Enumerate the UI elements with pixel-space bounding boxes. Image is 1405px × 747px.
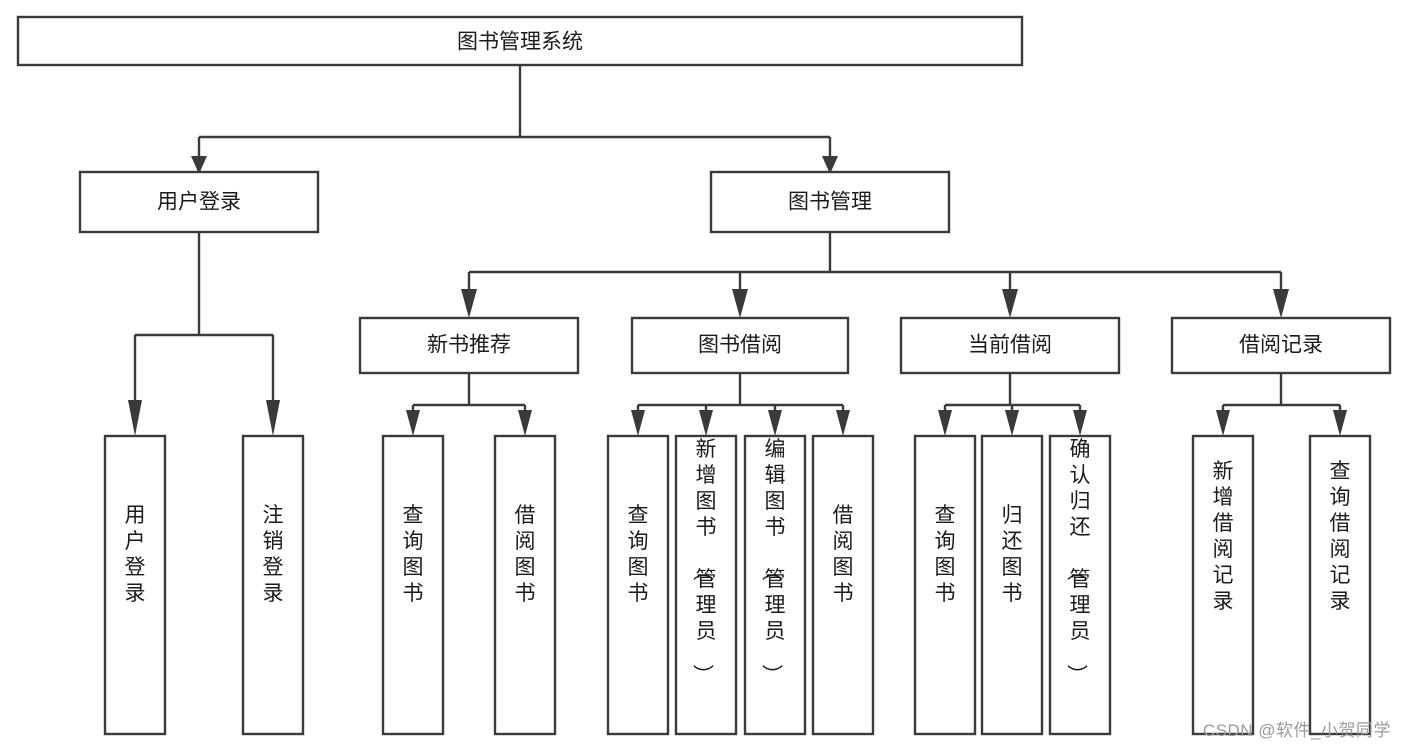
- node-borrow-record-label: 借阅记录: [1239, 334, 1323, 357]
- leaf-query-book-1-box[interactable]: [381, 434, 445, 736]
- node-new-book-recommend-label: 新书推荐: [427, 334, 511, 357]
- arrow-bm-to-borrow-record: [1273, 289, 1289, 318]
- leaf-query-record-label: 查询借阅记录: [1330, 460, 1351, 613]
- node-root[interactable]: 图书管理系统: [16, 15, 1024, 67]
- leaf-add-book-box[interactable]: [674, 434, 738, 736]
- leaf-query-record-box[interactable]: [1308, 434, 1372, 736]
- leaf-query-book-1[interactable]: 查询图书: [381, 434, 445, 736]
- leaf-query-book-2-box[interactable]: [606, 434, 670, 736]
- leaf-query-book-3-box[interactable]: [913, 434, 977, 736]
- leaf-return-book-box[interactable]: [980, 434, 1044, 736]
- leaf-edit-book[interactable]: 编辑图书（管理员）: [743, 434, 807, 736]
- leaf-user-login-label: 用户登录: [125, 504, 146, 605]
- node-borrow-record-box[interactable]: [1170, 316, 1392, 375]
- leaf-user-login[interactable]: 用户登录: [103, 434, 167, 736]
- node-user-login-box[interactable]: [78, 170, 320, 234]
- arrow-new-book-leaf-2: [518, 410, 532, 436]
- leaf-borrow-book-2-label: 借阅图书: [833, 504, 854, 605]
- arrow-user-login-leaf-2: [266, 400, 280, 436]
- leaf-add-record[interactable]: 新增借阅记录: [1191, 434, 1255, 736]
- node-new-book-recommend[interactable]: 新书推荐: [358, 316, 580, 375]
- leaf-query-record[interactable]: 查询借阅记录: [1308, 434, 1372, 736]
- node-user-login-label: 用户登录: [157, 191, 241, 214]
- leaf-borrow-book-1-box[interactable]: [493, 434, 557, 736]
- node-root-label: 图书管理系统: [457, 31, 583, 54]
- connector-layer: [128, 65, 1347, 436]
- leaf-add-record-label: 新增借阅记录: [1213, 460, 1234, 613]
- arrow-bm-to-new-book: [461, 289, 477, 318]
- leaf-borrow-book-2-box[interactable]: [811, 434, 875, 736]
- leaf-borrow-book-2[interactable]: 借阅图书: [811, 434, 875, 736]
- node-current-borrow[interactable]: 当前借阅: [899, 316, 1121, 375]
- leaf-confirm-return-box[interactable]: [1048, 434, 1112, 736]
- leaf-query-book-3[interactable]: 查询图书: [913, 434, 977, 736]
- leaf-edit-book-box[interactable]: [743, 434, 807, 736]
- node-new-book-recommend-box[interactable]: [358, 316, 580, 375]
- node-book-borrow[interactable]: 图书借阅: [630, 316, 850, 375]
- arrow-new-book-leaf-1: [406, 410, 420, 436]
- leaf-query-book-3-label: 查询图书: [935, 504, 956, 605]
- leaf-borrow-book-1[interactable]: 借阅图书: [493, 434, 557, 736]
- node-current-borrow-box[interactable]: [899, 316, 1121, 375]
- node-book-borrow-box[interactable]: [630, 316, 850, 375]
- leaf-query-book-1-label: 查询图书: [403, 504, 424, 605]
- leaf-user-login-box[interactable]: [103, 434, 167, 736]
- arrow-book-borrow-leaf-4: [836, 410, 850, 436]
- arrow-book-borrow-leaf-3: [768, 410, 782, 436]
- node-root-box[interactable]: [16, 15, 1024, 67]
- leaf-logout-login[interactable]: 注销登录: [241, 434, 305, 736]
- leaf-query-book-2[interactable]: 查询图书: [606, 434, 670, 736]
- arrow-book-borrow-leaf-1: [631, 410, 645, 436]
- node-book-management-label: 图书管理: [788, 191, 872, 214]
- arrow-current-borrow-leaf-3: [1073, 410, 1087, 436]
- arrow-borrow-record-leaf-1: [1216, 410, 1230, 436]
- arrow-bm-to-book-borrow: [732, 289, 748, 318]
- node-book-management-box[interactable]: [709, 170, 951, 234]
- arrow-current-borrow-leaf-1: [938, 410, 952, 436]
- leaf-edit-book-label: 编辑图书（管理员）: [760, 438, 786, 685]
- leaf-query-book-2-label: 查询图书: [628, 504, 649, 605]
- arrow-user-login-leaf-1: [128, 400, 142, 436]
- node-current-borrow-label: 当前借阅: [968, 334, 1052, 357]
- leaf-logout-login-box[interactable]: [241, 434, 305, 736]
- node-book-borrow-label: 图书借阅: [698, 334, 782, 357]
- node-borrow-record[interactable]: 借阅记录: [1170, 316, 1392, 375]
- leaf-add-book[interactable]: 新增图书（管理员）: [674, 434, 738, 736]
- leaf-add-book-label: 新增图书（管理员）: [691, 438, 717, 685]
- node-user-login[interactable]: 用户登录: [78, 170, 320, 234]
- arrow-book-borrow-leaf-2: [699, 410, 713, 436]
- arrow-bm-to-current-borrow: [1002, 289, 1018, 318]
- leaf-confirm-return[interactable]: 确认归还（管理员）: [1048, 434, 1112, 736]
- arrow-current-borrow-leaf-2: [1005, 410, 1019, 436]
- leaf-add-record-box[interactable]: [1191, 434, 1255, 736]
- leaf-borrow-book-1-label: 借阅图书: [515, 504, 536, 605]
- csdn-watermark: CSDN @软件_小贺同学: [1202, 721, 1391, 740]
- arrow-root-to-user-login: [191, 156, 207, 174]
- leaf-logout-login-label: 注销登录: [263, 504, 284, 605]
- arrow-root-to-book-management: [822, 156, 838, 174]
- node-book-management[interactable]: 图书管理: [709, 170, 951, 234]
- leaf-return-book-label: 归还图书: [1002, 504, 1023, 605]
- arrow-borrow-record-leaf-2: [1333, 410, 1347, 436]
- leaf-return-book[interactable]: 归还图书: [980, 434, 1044, 736]
- leaf-confirm-return-label: 确认归还（管理员）: [1065, 438, 1091, 685]
